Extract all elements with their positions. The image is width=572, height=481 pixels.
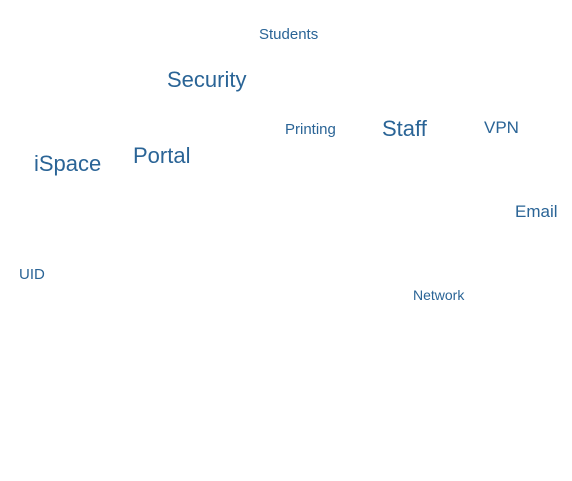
tag-email[interactable]: Email: [515, 202, 558, 221]
tag-uid[interactable]: UID: [19, 266, 45, 283]
tag-printing[interactable]: Printing: [285, 121, 336, 138]
tag-ispace[interactable]: iSpace: [34, 151, 102, 176]
tag-staff[interactable]: Staff: [382, 116, 427, 141]
tag-portal[interactable]: Portal: [133, 143, 191, 168]
tag-vpn[interactable]: VPN: [484, 118, 519, 137]
tag-students[interactable]: Students: [259, 26, 319, 43]
tag-security[interactable]: Security: [167, 67, 247, 92]
tag-network[interactable]: Network: [413, 287, 465, 303]
